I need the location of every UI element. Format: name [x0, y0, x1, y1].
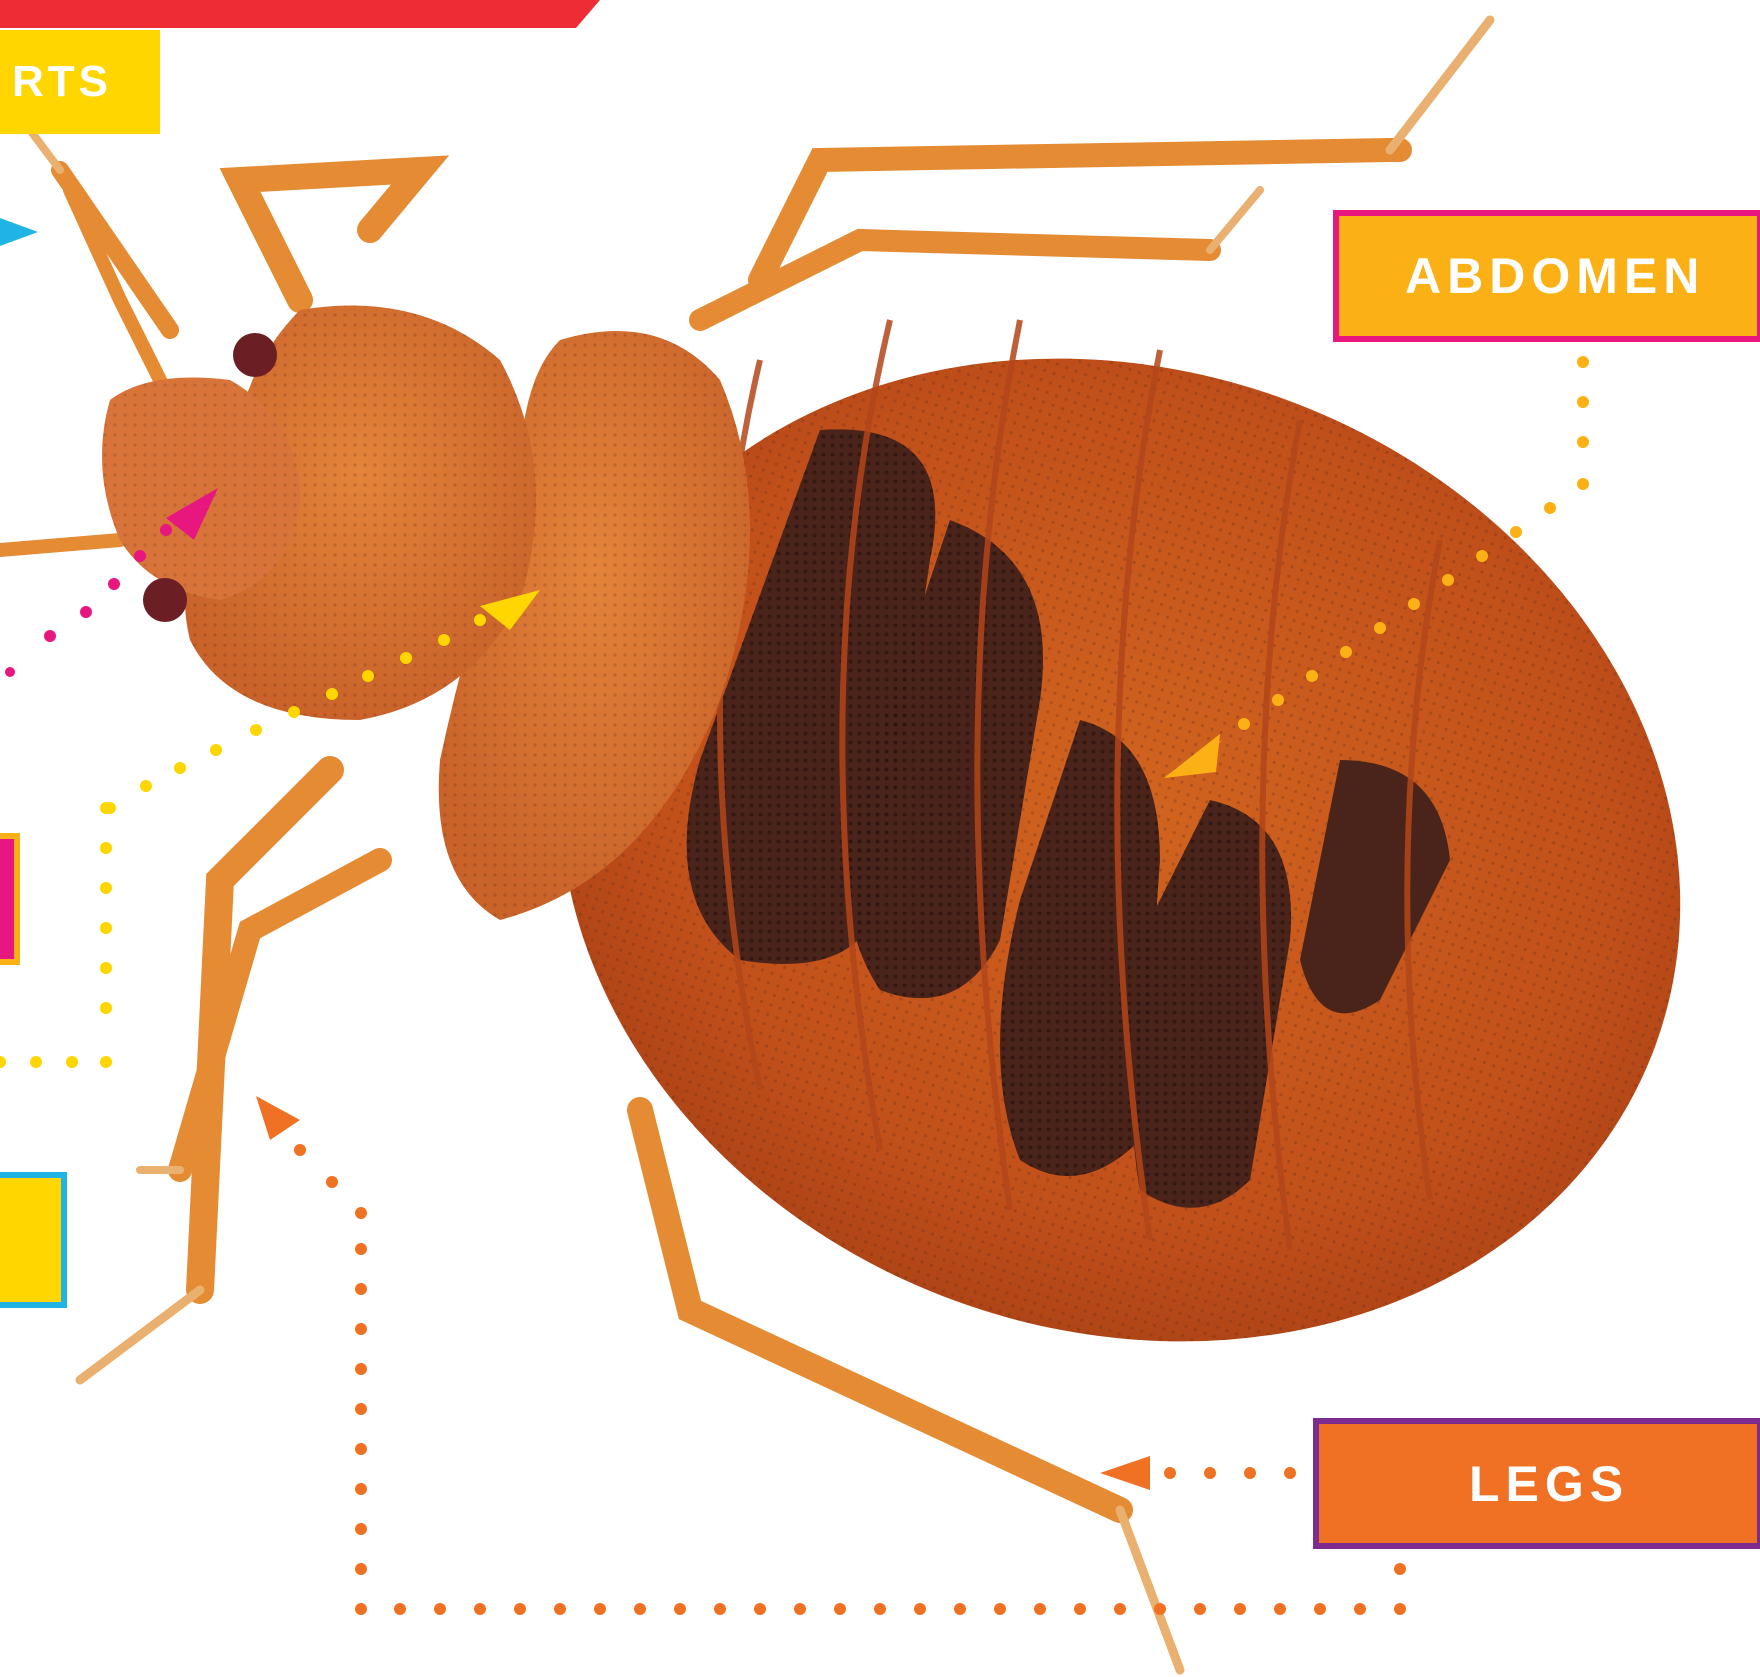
eye-icon	[143, 578, 187, 622]
label-legs-text: LEGS	[1469, 1455, 1629, 1513]
eye-icon	[233, 333, 277, 377]
top-banner	[0, 0, 600, 28]
arrow-icon	[256, 1096, 300, 1140]
label-head-stub	[0, 833, 20, 965]
arrow-icon	[1100, 1456, 1150, 1490]
label-legs: LEGS	[1313, 1418, 1760, 1549]
label-parts-text: RTS	[12, 57, 112, 107]
label-abdomen: ABDOMEN	[1333, 210, 1760, 342]
label-abdomen-text: ABDOMEN	[1405, 247, 1705, 305]
arrow-icon	[0, 218, 38, 246]
label-thorax-stub	[0, 1172, 67, 1308]
label-parts: RTS	[0, 30, 160, 134]
